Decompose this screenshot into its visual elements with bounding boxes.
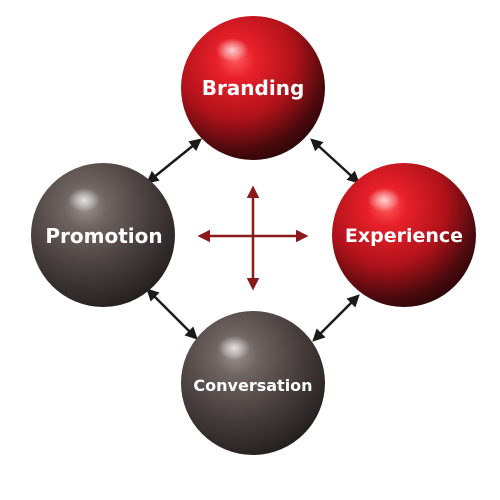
label-branding: Branding <box>202 76 305 100</box>
shine-promotion <box>68 188 100 212</box>
sphere-conversation <box>181 311 325 455</box>
shine-branding <box>216 38 248 62</box>
shine-experience <box>368 188 400 212</box>
sphere-promotion <box>31 163 175 307</box>
arrow-promotion-conversation <box>146 288 198 340</box>
arrow-experience-conversation <box>312 294 360 342</box>
arrow-branding-promotion <box>146 138 202 184</box>
node-conversation: Conversation <box>181 311 325 455</box>
label-conversation: Conversation <box>193 376 312 395</box>
node-branding: Branding <box>181 16 325 160</box>
label-experience: Experience <box>345 225 463 247</box>
label-promotion: Promotion <box>45 224 162 248</box>
node-promotion: Promotion <box>31 163 175 307</box>
arrow-branding-experience <box>310 138 360 184</box>
node-experience: Experience <box>332 163 476 307</box>
center-four-way-arrow-icon <box>197 185 309 291</box>
shine-conversation <box>218 336 250 360</box>
sphere-experience <box>332 163 476 307</box>
